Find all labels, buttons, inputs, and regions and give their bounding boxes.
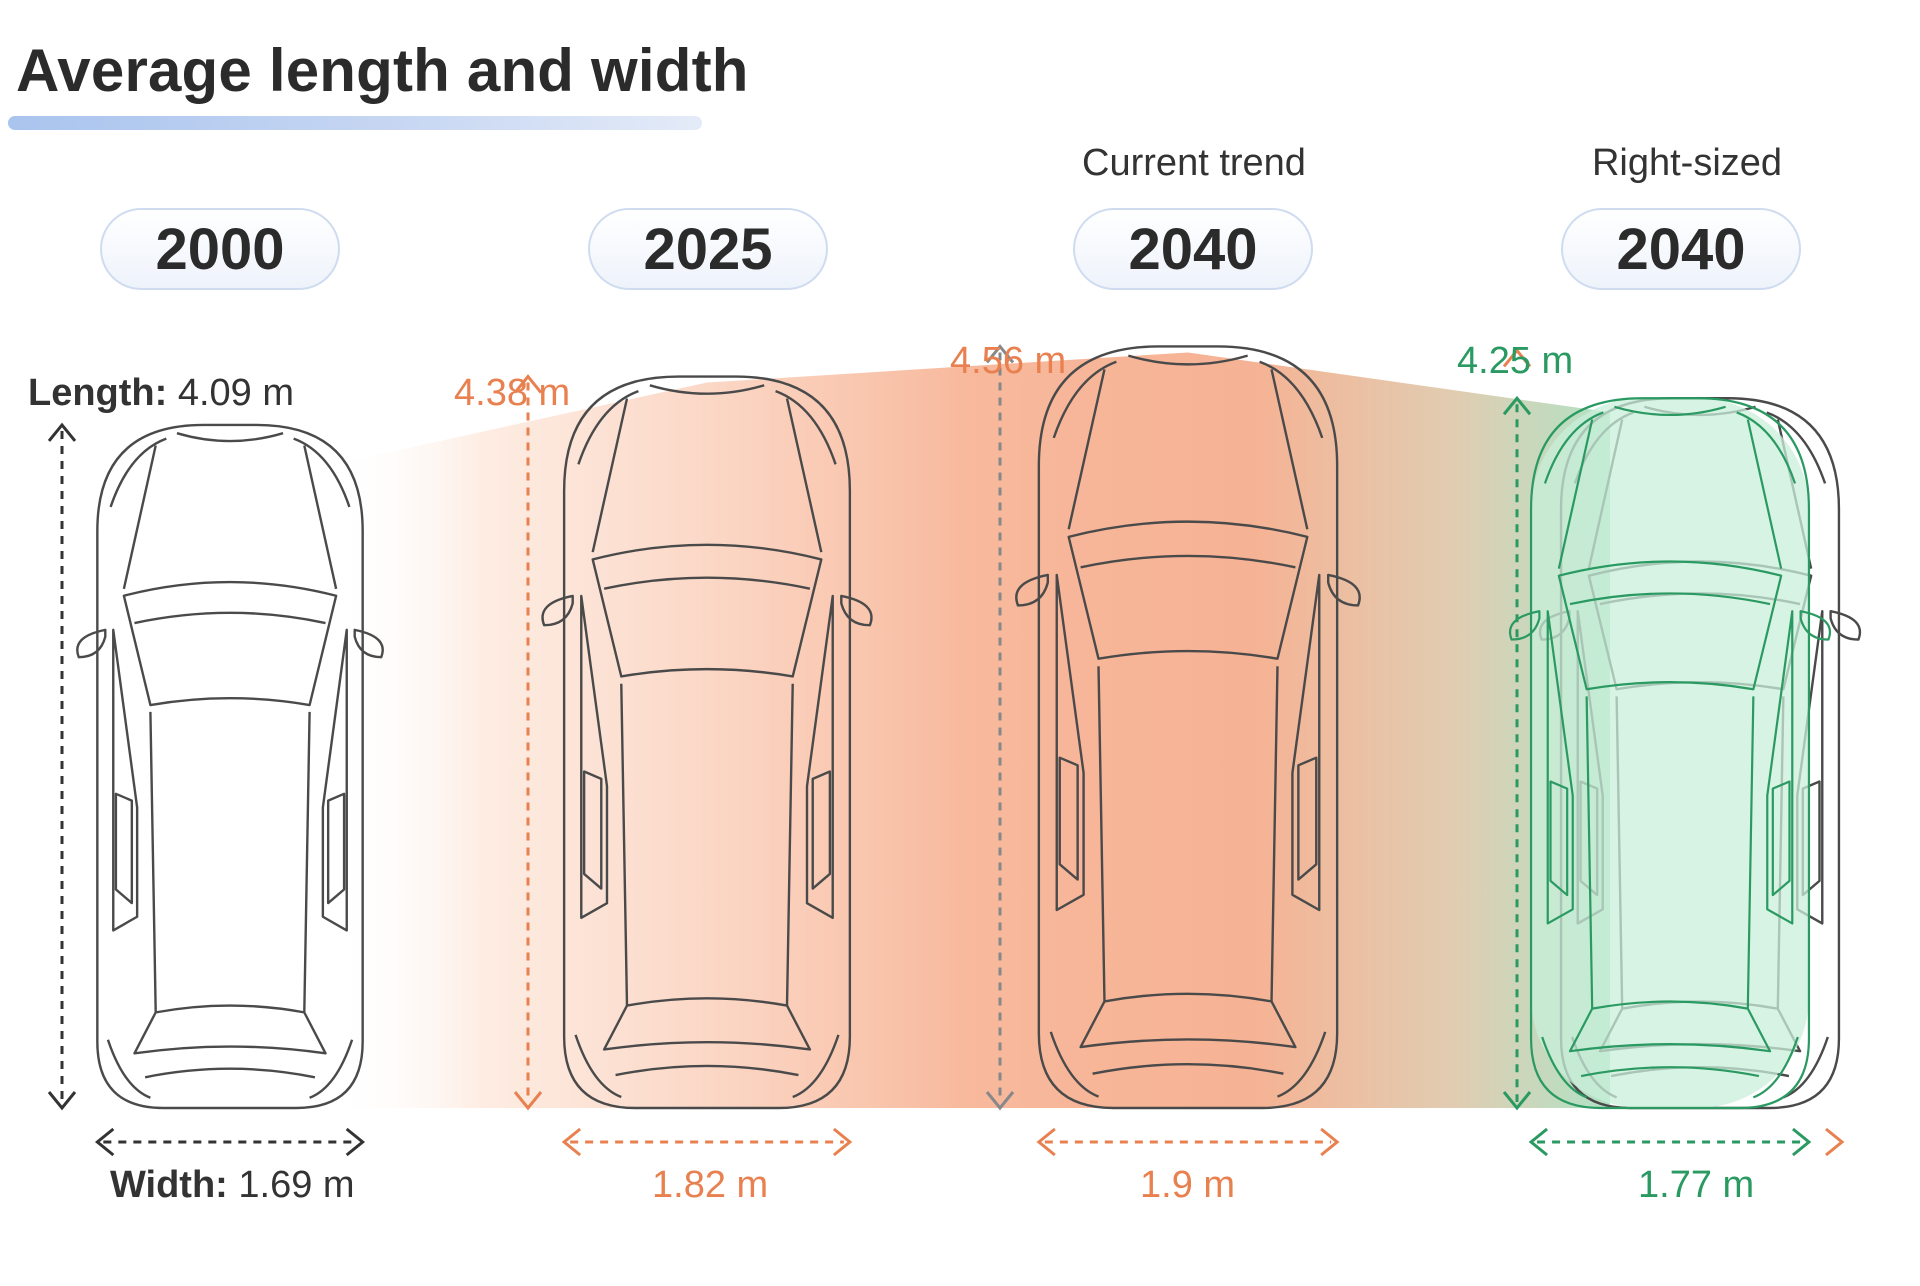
year-badge-2000: 2000: [100, 208, 340, 290]
windshield: [1557, 560, 1783, 691]
car-top-view-icon: [541, 375, 873, 1110]
length-caption: Length:: [28, 372, 168, 414]
green-fill: [1531, 398, 1809, 1108]
length-arrow: [513, 374, 543, 1111]
width-arrow: [1036, 1127, 1340, 1157]
width-arrow: [561, 1127, 853, 1157]
length-value: 4.09 m: [177, 372, 295, 414]
width-label-2040-current: 1.9 m: [1140, 1164, 1236, 1206]
width-caption: Width:: [110, 1164, 228, 1206]
car-top-view-icon: [1015, 345, 1361, 1110]
car-top-view-icon-right-sized: [1509, 397, 1831, 1110]
width-value: 1.69 m: [238, 1164, 355, 1206]
width-label-2000: Width: 1.69 m: [110, 1164, 355, 1207]
windshield: [122, 580, 338, 707]
title-underline: [8, 116, 702, 130]
car-body: [96, 423, 364, 1110]
length-label-2040-current: 4.56 m: [950, 340, 1067, 382]
length-arrow: [47, 422, 77, 1111]
length-label-2040-right-sized: 4.25 m: [1457, 340, 1574, 382]
width-arrow: [94, 1127, 366, 1157]
year-badge-2040-right-sized: 2040: [1561, 208, 1801, 290]
reference-arrowhead: [1502, 348, 1532, 368]
year-badge-2040-current: 2040: [1073, 208, 1313, 290]
width-label-2040-right-sized: 1.77 m: [1638, 1164, 1755, 1206]
side-mirrors: [76, 628, 384, 659]
year-badge-2025: 2025: [588, 208, 828, 290]
length-arrow: [985, 344, 1015, 1111]
scenario-caption-right-sized: Right-sized: [1591, 142, 1783, 184]
car-body: [1037, 345, 1339, 1110]
reference-arrowhead: [1825, 1127, 1845, 1157]
car-top-view-icon: [76, 423, 384, 1110]
cars-layer: [76, 345, 1861, 1110]
car-body: [562, 375, 852, 1110]
length-label-2025: 4.38 m: [454, 372, 571, 414]
windshield: [1067, 520, 1309, 660]
scenario-caption-current-trend: Current trend: [1082, 142, 1306, 184]
length-label-2000: Length: 4.09 m: [28, 372, 294, 415]
side-mirrors: [541, 594, 873, 627]
side-mirrors: [1015, 573, 1361, 607]
page-title: Average length and width: [16, 37, 749, 104]
width-label-2025: 1.82 m: [652, 1164, 769, 1206]
dimension-arrows-layer: [47, 344, 1845, 1157]
length-arrow: [1502, 395, 1532, 1111]
side-mirrors: [1509, 610, 1831, 641]
growth-band-shape: [330, 352, 1610, 1109]
car-body: [1529, 397, 1811, 1110]
growth-band: [330, 352, 1610, 1109]
windshield: [591, 543, 823, 678]
width-arrow: [1528, 1127, 1812, 1157]
